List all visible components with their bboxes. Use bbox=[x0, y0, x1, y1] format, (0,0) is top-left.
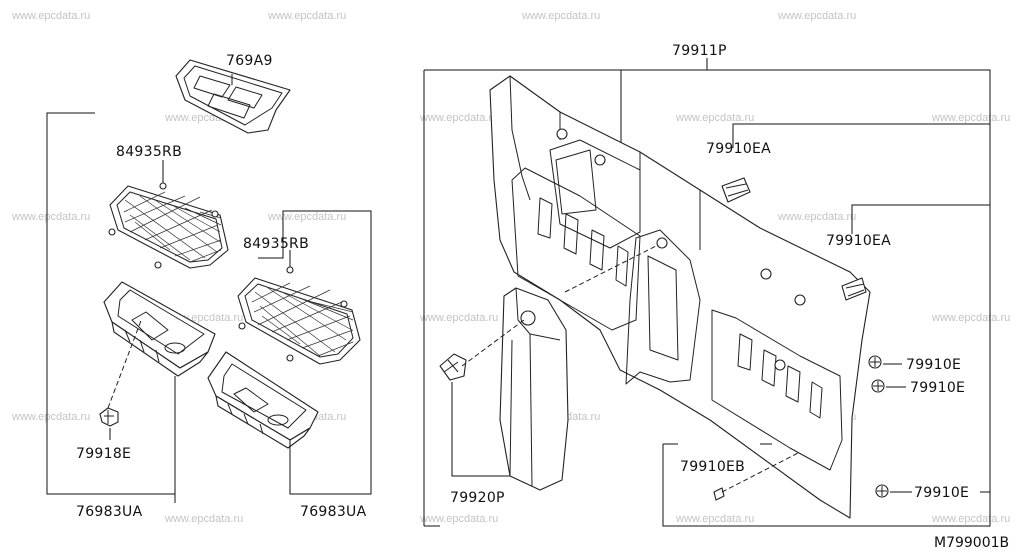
watermark: www.epcdata.ru bbox=[419, 513, 498, 525]
watermark: www.epcdata.ru bbox=[11, 411, 90, 423]
diagram-code: M799001B bbox=[934, 535, 1009, 551]
watermark: www.epcdata.ru bbox=[777, 211, 856, 223]
watermark: www.epcdata.ru bbox=[164, 513, 243, 525]
tray-769a9 bbox=[175, 59, 291, 134]
watermark: www.epcdata.ru bbox=[521, 10, 600, 22]
back-panel-79911p bbox=[489, 75, 871, 519]
watermark: www.epcdata.ru bbox=[267, 10, 346, 22]
net-84935rb-upper bbox=[108, 182, 229, 269]
watermark: www.epcdata.ru bbox=[931, 513, 1010, 525]
side-trim-79920p bbox=[499, 287, 569, 491]
part-label-79910e-c: 79910E bbox=[914, 485, 969, 501]
clip-79918e bbox=[99, 407, 119, 427]
watermark: www.epcdata.ru bbox=[11, 10, 90, 22]
watermark: www.epcdata.ru bbox=[11, 211, 90, 223]
part-label-76983ua-left: 76983UA bbox=[76, 504, 143, 520]
part-label-84935rb-upper: 84935RB bbox=[116, 144, 182, 160]
watermark: www.epcdata.ru bbox=[267, 211, 346, 223]
part-label-84935rb-lower: 84935RB bbox=[243, 236, 309, 252]
clip-79910e-a bbox=[868, 355, 882, 369]
watermark: www.epcdata.ru bbox=[675, 513, 754, 525]
watermark: www.epcdata.ru bbox=[419, 312, 498, 324]
watermark: www.epcdata.ru bbox=[675, 112, 754, 124]
watermark: www.epcdata.ru bbox=[931, 312, 1010, 324]
net-84935rb-lower bbox=[237, 266, 361, 365]
part-label-79920p: 79920P bbox=[450, 490, 505, 506]
clip-79910ea-lower bbox=[841, 277, 867, 301]
part-label-76983ua-right: 76983UA bbox=[300, 504, 367, 520]
part-label-79910e-b: 79910E bbox=[910, 380, 965, 396]
bin-76983ua-right bbox=[207, 351, 319, 449]
bin-76983ua-left bbox=[103, 281, 216, 377]
watermark: www.epcdata.ru bbox=[419, 112, 498, 124]
part-label-79910ea-lower: 79910EA bbox=[826, 233, 891, 249]
part-label-79918e: 79918E bbox=[76, 446, 131, 462]
part-label-79911p: 79911P bbox=[672, 43, 727, 59]
clip-79910ea-upper bbox=[721, 177, 751, 203]
part-label-79910ea-upper: 79910EA bbox=[706, 141, 771, 157]
part-label-769a9: 769A9 bbox=[226, 53, 273, 69]
push-clip bbox=[439, 353, 467, 381]
clip-79910e-c bbox=[875, 484, 889, 498]
clip-79910eb bbox=[713, 487, 725, 501]
part-label-79910eb: 79910EB bbox=[680, 459, 745, 475]
part-label-79910e-a: 79910E bbox=[906, 357, 961, 373]
watermark: www.epcdata.ru bbox=[931, 112, 1010, 124]
watermark: www.epcdata.ru bbox=[777, 10, 856, 22]
clip-79910e-b bbox=[871, 379, 885, 393]
